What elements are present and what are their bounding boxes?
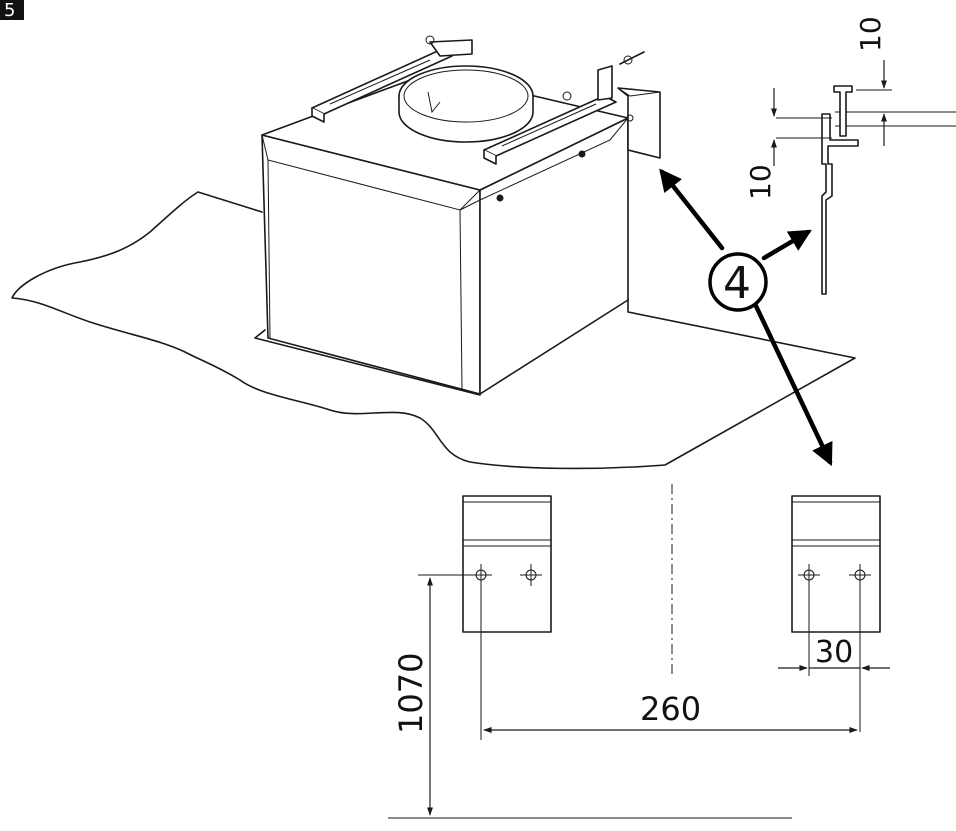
mounting-rail-left bbox=[311, 35, 473, 123]
callout-4: 4 bbox=[659, 168, 833, 467]
dim-bracket-spacing: 260 bbox=[480, 586, 858, 740]
ceiling-sheet bbox=[11, 191, 856, 470]
dim-top-left: 10 bbox=[744, 88, 777, 200]
duct-collar bbox=[398, 65, 534, 143]
callout-number: 4 bbox=[723, 258, 751, 309]
dim-height: 1070 bbox=[388, 574, 792, 819]
ceiling-opening bbox=[254, 329, 481, 396]
bracket-front-right bbox=[791, 495, 881, 633]
dim-label-hole-offset: 30 bbox=[815, 635, 853, 670]
ceiling-bracket-mounted bbox=[617, 87, 661, 159]
dim-top-right: 10 bbox=[854, 16, 887, 146]
dim-label-top-right: 10 bbox=[854, 16, 887, 52]
bracket-front-left bbox=[462, 495, 552, 633]
mounting-rail-right bbox=[483, 51, 645, 165]
figure-number-tab: 5 bbox=[0, 0, 24, 21]
dim-hole-offset: 30 bbox=[778, 586, 890, 732]
dim-label-bracket-spacing: 260 bbox=[640, 690, 701, 728]
dim-label-height: 1070 bbox=[392, 653, 430, 734]
figure-number: 5 bbox=[4, 0, 15, 21]
dim-label-top-left: 10 bbox=[744, 164, 777, 200]
bracket-side-view bbox=[776, 85, 956, 295]
